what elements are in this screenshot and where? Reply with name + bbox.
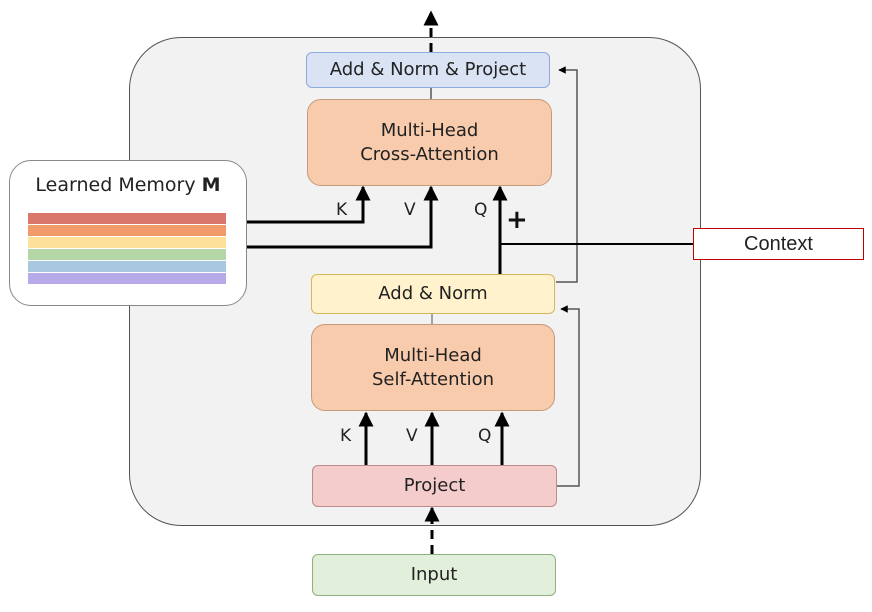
memory-stripe bbox=[28, 213, 226, 225]
self-attn-q-label: Q bbox=[478, 426, 492, 446]
cross-attention-block: Multi-Head Cross-Attention bbox=[307, 99, 552, 186]
cross-attn-v-label: V bbox=[404, 200, 416, 220]
memory-stripe bbox=[28, 225, 226, 237]
memory-stripe bbox=[28, 237, 226, 249]
residual-project-to-add-norm bbox=[557, 305, 580, 487]
context-box: Context bbox=[693, 228, 864, 260]
self-attention-block: Multi-Head Self-Attention bbox=[311, 324, 555, 411]
add-norm-project-label: Add & Norm & Project bbox=[329, 59, 527, 80]
cross-attn-q-label: Q bbox=[474, 200, 488, 220]
residual-add-norm-to-output bbox=[556, 66, 578, 283]
context-label: Context bbox=[744, 233, 813, 255]
residual-plus-symbol: + bbox=[506, 205, 528, 235]
learned-memory-box: Learned Memory M bbox=[9, 160, 247, 306]
self-attn-k-label: K bbox=[340, 426, 352, 446]
project-block: Project bbox=[312, 465, 557, 507]
cross-attention-line1: Multi-Head bbox=[380, 119, 479, 141]
cross-attn-k-label: K bbox=[336, 200, 348, 220]
add-norm-project-block: Add & Norm & Project bbox=[306, 52, 550, 88]
add-norm-label: Add & Norm bbox=[378, 283, 488, 304]
self-attention-line2: Self-Attention bbox=[371, 368, 495, 390]
memory-stripe bbox=[28, 273, 226, 285]
learned-memory-title: Learned Memory M bbox=[35, 174, 221, 196]
input-label: Input bbox=[410, 564, 458, 585]
memory-stripes bbox=[28, 213, 226, 285]
self-attn-v-label: V bbox=[406, 426, 418, 446]
memory-to-cross-k bbox=[247, 185, 371, 224]
add-norm-block: Add & Norm bbox=[311, 274, 555, 314]
memory-stripe bbox=[28, 249, 226, 261]
memory-stripe bbox=[28, 261, 226, 273]
cross-attention-line2: Cross-Attention bbox=[360, 143, 499, 165]
self-attention-line1: Multi-Head bbox=[384, 344, 482, 366]
memory-to-cross-v bbox=[247, 185, 439, 249]
project-label: Project bbox=[403, 475, 466, 496]
input-block: Input bbox=[312, 554, 556, 596]
